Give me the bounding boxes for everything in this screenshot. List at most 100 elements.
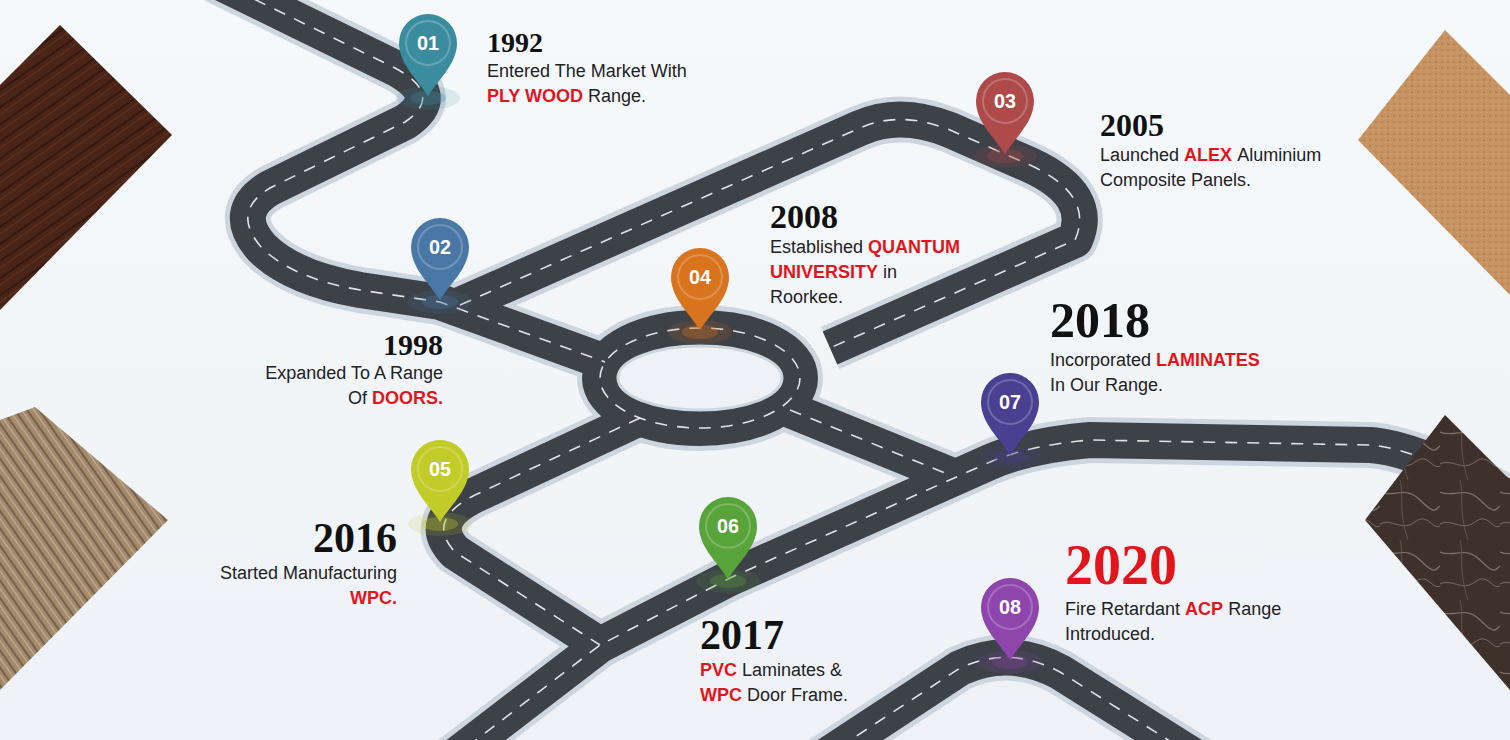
year-label: 2005 <box>1100 108 1345 143</box>
pin-body <box>411 218 469 300</box>
highlight-text: PVC <box>700 660 737 680</box>
milestone-caption: 2018IncorporatedLAMINATES In Our Range. <box>1050 293 1260 398</box>
highlight-text: WPC <box>700 685 742 705</box>
pin-body <box>981 373 1039 455</box>
pin-body <box>981 578 1039 660</box>
year-label: 1998 <box>265 328 443 361</box>
laminate-swatch <box>1358 30 1510 295</box>
road-asphalt <box>215 0 1510 740</box>
road-curb <box>450 440 1510 740</box>
callout-number: 08 <box>978 590 1042 624</box>
callout-number: 01 <box>396 26 460 60</box>
milestone-description: Entered The Market WithPLY WOODRange. <box>487 59 687 109</box>
timeline-pin: 032005LaunchedALEXAluminium Composite Pa… <box>973 70 1037 156</box>
description-text: Laminates & <box>742 660 842 680</box>
road-marking <box>215 0 605 362</box>
callout-number: 02 <box>408 230 472 264</box>
milestone-caption: 2005LaunchedALEXAluminium Composite Pane… <box>1100 108 1345 193</box>
marble-swatch <box>1365 415 1510 690</box>
description-text: Launched <box>1100 145 1179 165</box>
pin-shape <box>408 438 472 538</box>
description-text: In Our Range. <box>1050 375 1163 395</box>
description-text: Entered The Market With <box>487 61 687 81</box>
pin-shape <box>396 12 460 112</box>
roundabout-island <box>618 346 782 410</box>
milestone-description: Expanded To A RangeOfDOORS. <box>265 361 443 411</box>
road <box>444 418 640 645</box>
road-curb <box>215 0 605 362</box>
road-marking <box>215 0 1510 740</box>
pin-shape <box>408 216 472 316</box>
road-curb <box>790 410 950 475</box>
pin-body <box>976 72 1034 154</box>
road <box>460 119 1080 348</box>
wood-swatch <box>0 25 172 310</box>
timeline-pin: 011992Entered The Market WithPLY WOODRan… <box>396 12 460 98</box>
timeline-pin: 062017PVCLaminates &WPCDoor Frame. <box>696 495 760 581</box>
description-text: Incorporated <box>1050 350 1151 370</box>
road-marking <box>450 440 1510 740</box>
highlight-text: DOORS. <box>372 388 443 408</box>
milestone-caption: 2017PVCLaminates &WPCDoor Frame. <box>700 612 848 708</box>
timeline-pin: 052016Started ManufacturingWPC. <box>408 438 472 524</box>
road-marking <box>460 119 1080 348</box>
road-curb <box>460 119 1080 348</box>
road-curb <box>215 0 1510 740</box>
timeline-pin: 042008EstablishedQUANTUM UNIVERSITYin Ro… <box>668 246 732 332</box>
milestone-caption: 2008EstablishedQUANTUM UNIVERSITYin Roor… <box>770 198 970 310</box>
callout-number: 03 <box>973 84 1037 118</box>
description-text: Door Frame. <box>747 685 848 705</box>
callout-number: 04 <box>668 260 732 294</box>
milestone-description: Started ManufacturingWPC. <box>220 561 397 611</box>
highlight-text: LAMINATES <box>1156 350 1260 370</box>
pin-body <box>671 248 729 330</box>
highlight-text: WPC. <box>350 588 397 608</box>
year-label: 1992 <box>487 28 687 59</box>
year-label: 2018 <box>1050 293 1260 348</box>
year-label: 2016 <box>220 515 397 561</box>
wood-swatch <box>0 407 168 690</box>
description-text: Expanded To A Range <box>265 363 443 383</box>
milestone-description: PVCLaminates &WPCDoor Frame. <box>700 658 848 708</box>
pin-shape <box>696 495 760 595</box>
pin-shape <box>973 70 1037 170</box>
pin-shape <box>668 246 732 346</box>
timeline-pin: 021998Expanded To A RangeOfDOORS. <box>408 216 472 302</box>
milestone-description: IncorporatedLAMINATES In Our Range. <box>1050 348 1260 398</box>
milestone-caption: 1998Expanded To A RangeOfDOORS. <box>265 328 443 411</box>
pin-body <box>399 14 457 96</box>
timeline-pin: 082020Fire RetardantACPRange Introduced. <box>978 576 1042 662</box>
callout-number: 05 <box>408 452 472 486</box>
description-text: Range. <box>588 86 646 106</box>
highlight-text: ALEX <box>1184 145 1232 165</box>
description-text: Started Manufacturing <box>220 563 397 583</box>
timeline-pin: 072018IncorporatedLAMINATESIn Our Range. <box>978 371 1042 457</box>
milestone-caption: 2016Started ManufacturingWPC. <box>220 515 397 611</box>
milestone-description: LaunchedALEXAluminium Composite Panels. <box>1100 143 1345 193</box>
description-text: Fire Retardant <box>1065 599 1180 619</box>
road-marking <box>444 418 640 645</box>
year-label: 2008 <box>770 198 970 235</box>
year-label: 2017 <box>700 612 848 658</box>
highlight-text: ACP <box>1185 599 1223 619</box>
highlight-text: PLY WOOD <box>487 86 583 106</box>
milestone-caption: 2020Fire RetardantACPRange Introduced. <box>1065 535 1300 647</box>
pin-body <box>411 440 469 522</box>
callout-number: 06 <box>696 509 760 543</box>
milestone-description: EstablishedQUANTUM UNIVERSITYin Roorkee. <box>770 235 970 310</box>
callout-number: 07 <box>978 385 1042 419</box>
milestone-caption: 1992Entered The Market WithPLY WOODRange… <box>487 28 687 109</box>
pin-shape <box>978 371 1042 471</box>
road <box>450 440 1510 740</box>
pin-body <box>699 497 757 579</box>
road-marking <box>790 410 950 475</box>
road <box>215 0 605 362</box>
year-label: 2020 <box>1065 535 1300 597</box>
pin-shape <box>978 576 1042 676</box>
description-text: Established <box>770 237 863 257</box>
road-curb <box>444 418 640 645</box>
description-text: Of <box>348 388 367 408</box>
